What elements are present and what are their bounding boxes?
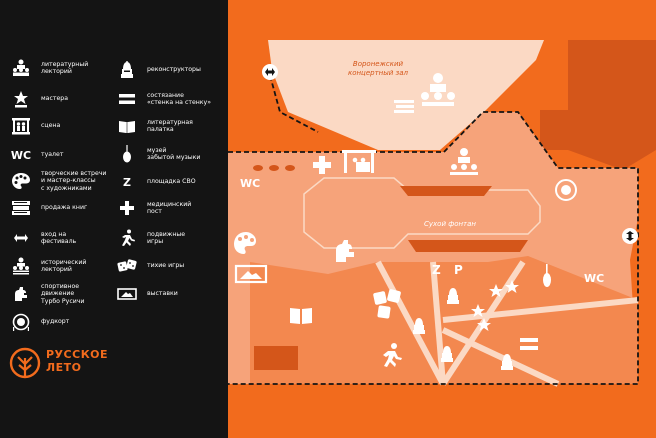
stage-block bbox=[356, 162, 370, 172]
svo-area-icon: Z bbox=[123, 175, 131, 189]
legend-label: спортивное движение Турбо Русичи bbox=[41, 283, 85, 305]
masters-icons bbox=[471, 280, 519, 331]
legend-item-palette: творческие встречи и мастер-классы с худ… bbox=[10, 170, 106, 192]
legend-item-forgotten-music: музей забытой музыки bbox=[116, 144, 200, 164]
active-games-icon bbox=[383, 343, 402, 367]
palette-icon bbox=[10, 171, 32, 191]
legend-item-exhibitions: выставки bbox=[116, 284, 178, 304]
festival-boundary bbox=[228, 111, 639, 385]
building-top-right bbox=[568, 40, 656, 170]
food-court-icon bbox=[555, 179, 577, 201]
legend-item-entrance: вход на фестиваль bbox=[10, 228, 76, 248]
legend-label: сцена bbox=[41, 122, 61, 130]
legend-item-medical-post: медицинский пост bbox=[116, 198, 191, 218]
fountain-label: Сухой фонтан bbox=[424, 220, 476, 228]
legend-label: подвижные игры bbox=[147, 230, 186, 245]
legend-item-stage: сцена bbox=[10, 116, 60, 136]
legend-item-wall-on-wall: состязание «стенка на стенку» bbox=[116, 89, 211, 109]
logo-wordmark: РУССКОЕ ЛЕТО bbox=[46, 348, 109, 374]
books-icon bbox=[394, 100, 414, 113]
medical-post-icon bbox=[313, 156, 331, 174]
legend-item-svo-area: Z площадка СВО bbox=[116, 172, 196, 192]
legend-label: площадка СВО bbox=[147, 178, 196, 186]
exhibitions-icon bbox=[234, 264, 268, 284]
wall-on-wall-icon bbox=[116, 89, 138, 109]
palette-icon bbox=[234, 232, 256, 254]
legend-label: вход на фестиваль bbox=[41, 230, 77, 245]
legend-label: выставки bbox=[147, 290, 178, 298]
dots-row bbox=[253, 165, 295, 171]
building-small bbox=[540, 110, 572, 150]
legend-item-literary-lecture: литературный лекторий bbox=[10, 58, 88, 78]
legend-item-food-court: фудкорт bbox=[10, 312, 69, 332]
sun-tree-emblem-icon bbox=[9, 347, 41, 379]
books-icon bbox=[10, 198, 32, 218]
wall-on-wall-icon bbox=[520, 338, 538, 350]
legend-item-history-lecture: исторический лекторий bbox=[10, 256, 86, 276]
entrance-icon bbox=[10, 228, 32, 248]
wc-left-label: WC bbox=[240, 177, 260, 190]
stage-icon bbox=[342, 150, 376, 173]
legend-item-active-games: подвижные игры bbox=[116, 228, 185, 248]
legend-label: исторический лекторий bbox=[41, 258, 87, 273]
forgotten-music-icon bbox=[116, 144, 138, 164]
russkoe-leto-logo: РУССКОЕ ЛЕТО bbox=[8, 346, 128, 386]
alleys bbox=[375, 260, 639, 387]
literary-tent-icon bbox=[290, 308, 312, 324]
literary-tent-icon bbox=[116, 116, 138, 136]
quiet-games-icon bbox=[373, 289, 401, 319]
legend-label: тихие игры bbox=[147, 262, 185, 270]
medical-post-icon bbox=[116, 198, 138, 218]
svo-area-mark: Z bbox=[432, 263, 441, 277]
exhibitions-icon bbox=[116, 284, 138, 304]
entrance-right bbox=[622, 228, 638, 244]
legend-item-books: продажа книг bbox=[10, 198, 87, 218]
turbo-rusichi-icon bbox=[336, 240, 354, 262]
reenactors-icon bbox=[116, 60, 138, 80]
history-lecture-icon bbox=[10, 256, 32, 276]
entrance-top-left bbox=[262, 64, 278, 80]
legend-label: реконструкторы bbox=[147, 66, 201, 74]
literary-lecture-icon bbox=[421, 73, 455, 106]
wc-icon: WC bbox=[10, 148, 32, 162]
legend-item-wc: WC туалет bbox=[10, 145, 64, 165]
legend-label: музей забытой музыки bbox=[147, 146, 201, 161]
map-legend: литературный лекторий мастера сцена WC т… bbox=[0, 0, 228, 438]
wc-right-label: WC bbox=[584, 272, 604, 285]
masters-icon bbox=[10, 89, 32, 109]
platform-upper bbox=[400, 186, 492, 196]
concert-hall-building bbox=[268, 40, 544, 150]
legend-label: туалет bbox=[41, 151, 64, 159]
legend-label: творческие встречи и мастер-классы с худ… bbox=[41, 170, 107, 192]
legend-label: фудкорт bbox=[41, 318, 70, 326]
legend-label: продажа книг bbox=[41, 204, 88, 212]
legend-item-quiet-games: тихие игры bbox=[116, 256, 184, 276]
literary-lecture-icon bbox=[10, 58, 32, 78]
boundary-top-left bbox=[267, 67, 319, 133]
legend-label: литературный лекторий bbox=[41, 60, 89, 75]
reenactors-icons bbox=[413, 288, 513, 370]
forgotten-music-icon bbox=[543, 264, 551, 287]
legend-label: состязание «стенка на стенку» bbox=[147, 91, 211, 106]
food-court-icon bbox=[10, 312, 32, 332]
building-bottom-left bbox=[254, 346, 298, 370]
history-lecture-icon bbox=[450, 148, 478, 175]
legend-item-reenactors: реконструкторы bbox=[116, 60, 201, 80]
legend-label: литературная палатка bbox=[147, 118, 193, 133]
legend-label: мастера bbox=[41, 95, 68, 103]
legend-item-masters: мастера bbox=[10, 89, 68, 109]
stage-icon bbox=[10, 116, 32, 136]
legend-item-literary-tent: литературная палатка bbox=[116, 116, 193, 136]
turbo-rusichi-icon bbox=[10, 284, 32, 304]
active-games-icon bbox=[116, 228, 138, 248]
platform-lower bbox=[408, 240, 528, 252]
parking-mark: P bbox=[454, 263, 463, 277]
legend-item-turbo-rusichi: спортивное движение Турбо Русичи bbox=[10, 283, 84, 305]
quiet-games-icon bbox=[116, 256, 138, 276]
legend-label: медицинский пост bbox=[147, 200, 192, 215]
